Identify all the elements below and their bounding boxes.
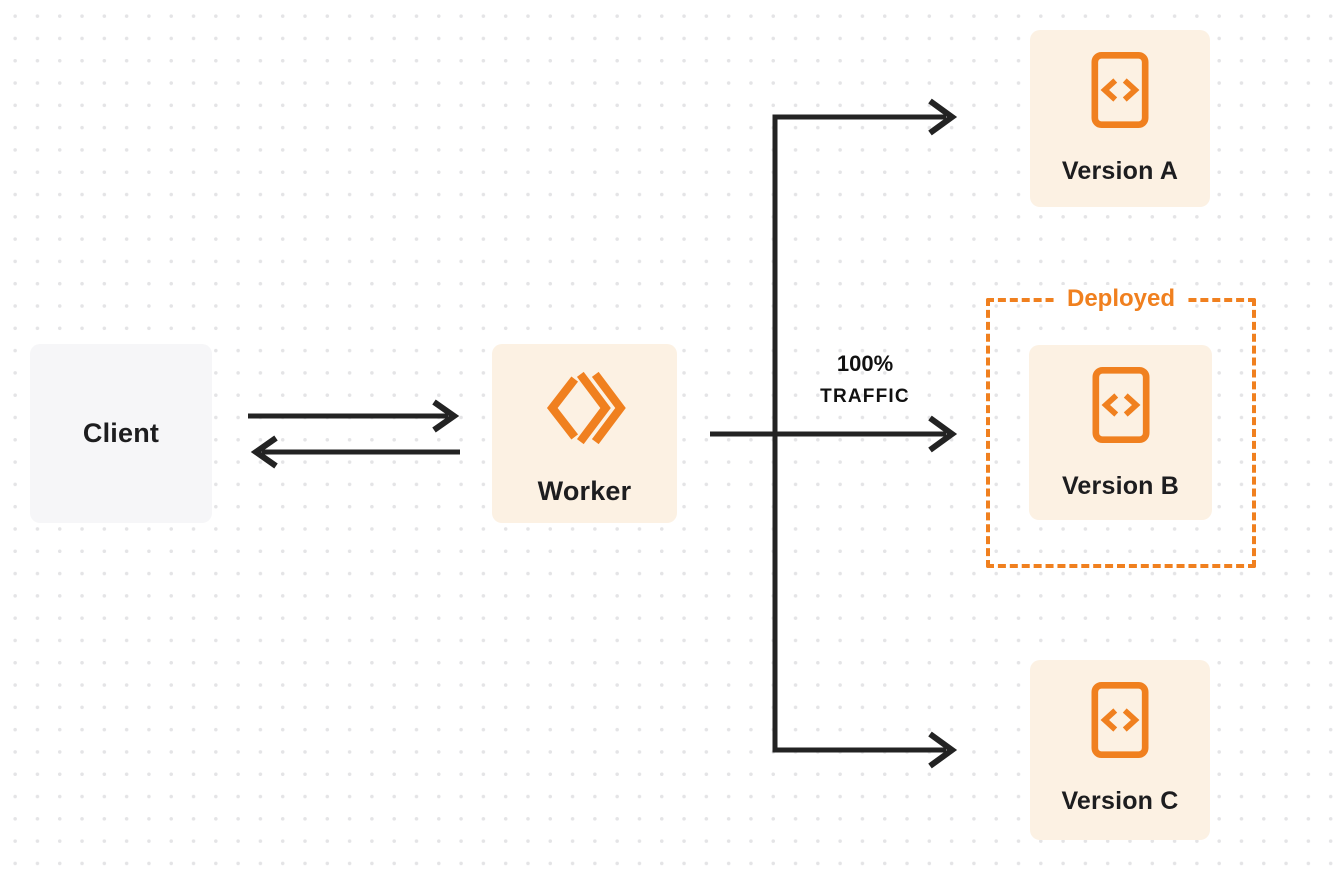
version-b-label: Version B [1061,472,1180,500]
arrowhead-client-to-worker [432,399,460,433]
client-label: Client [82,418,160,448]
arrowhead-version-c [928,731,958,769]
branch-lines [710,114,946,753]
arrowhead-worker-to-client [250,435,278,469]
code-file-icon [1092,367,1150,443]
version-a-label: Version A [1061,157,1179,185]
code-file-icon [1091,52,1149,128]
traffic-label: 100% TRAFFIC [790,351,940,408]
version-b-node: Version B [1029,345,1212,520]
version-c-node: Version C [1030,660,1210,840]
client-node: Client [30,344,212,523]
arrowhead-version-a [928,98,958,136]
worker-label: Worker [537,476,632,506]
version-c-label: Version C [1061,787,1179,815]
code-file-icon [1091,682,1149,758]
worker-node: Worker [492,344,677,523]
deployed-label: Deployed [1054,285,1188,313]
version-a-node: Version A [1030,30,1210,207]
traffic-percent: 100% [836,351,894,376]
arrowhead-version-b [928,415,958,453]
workers-logo-icon [542,368,628,448]
traffic-word: TRAFFIC [820,386,910,407]
deployed-group: Deployed Version B [986,285,1256,568]
